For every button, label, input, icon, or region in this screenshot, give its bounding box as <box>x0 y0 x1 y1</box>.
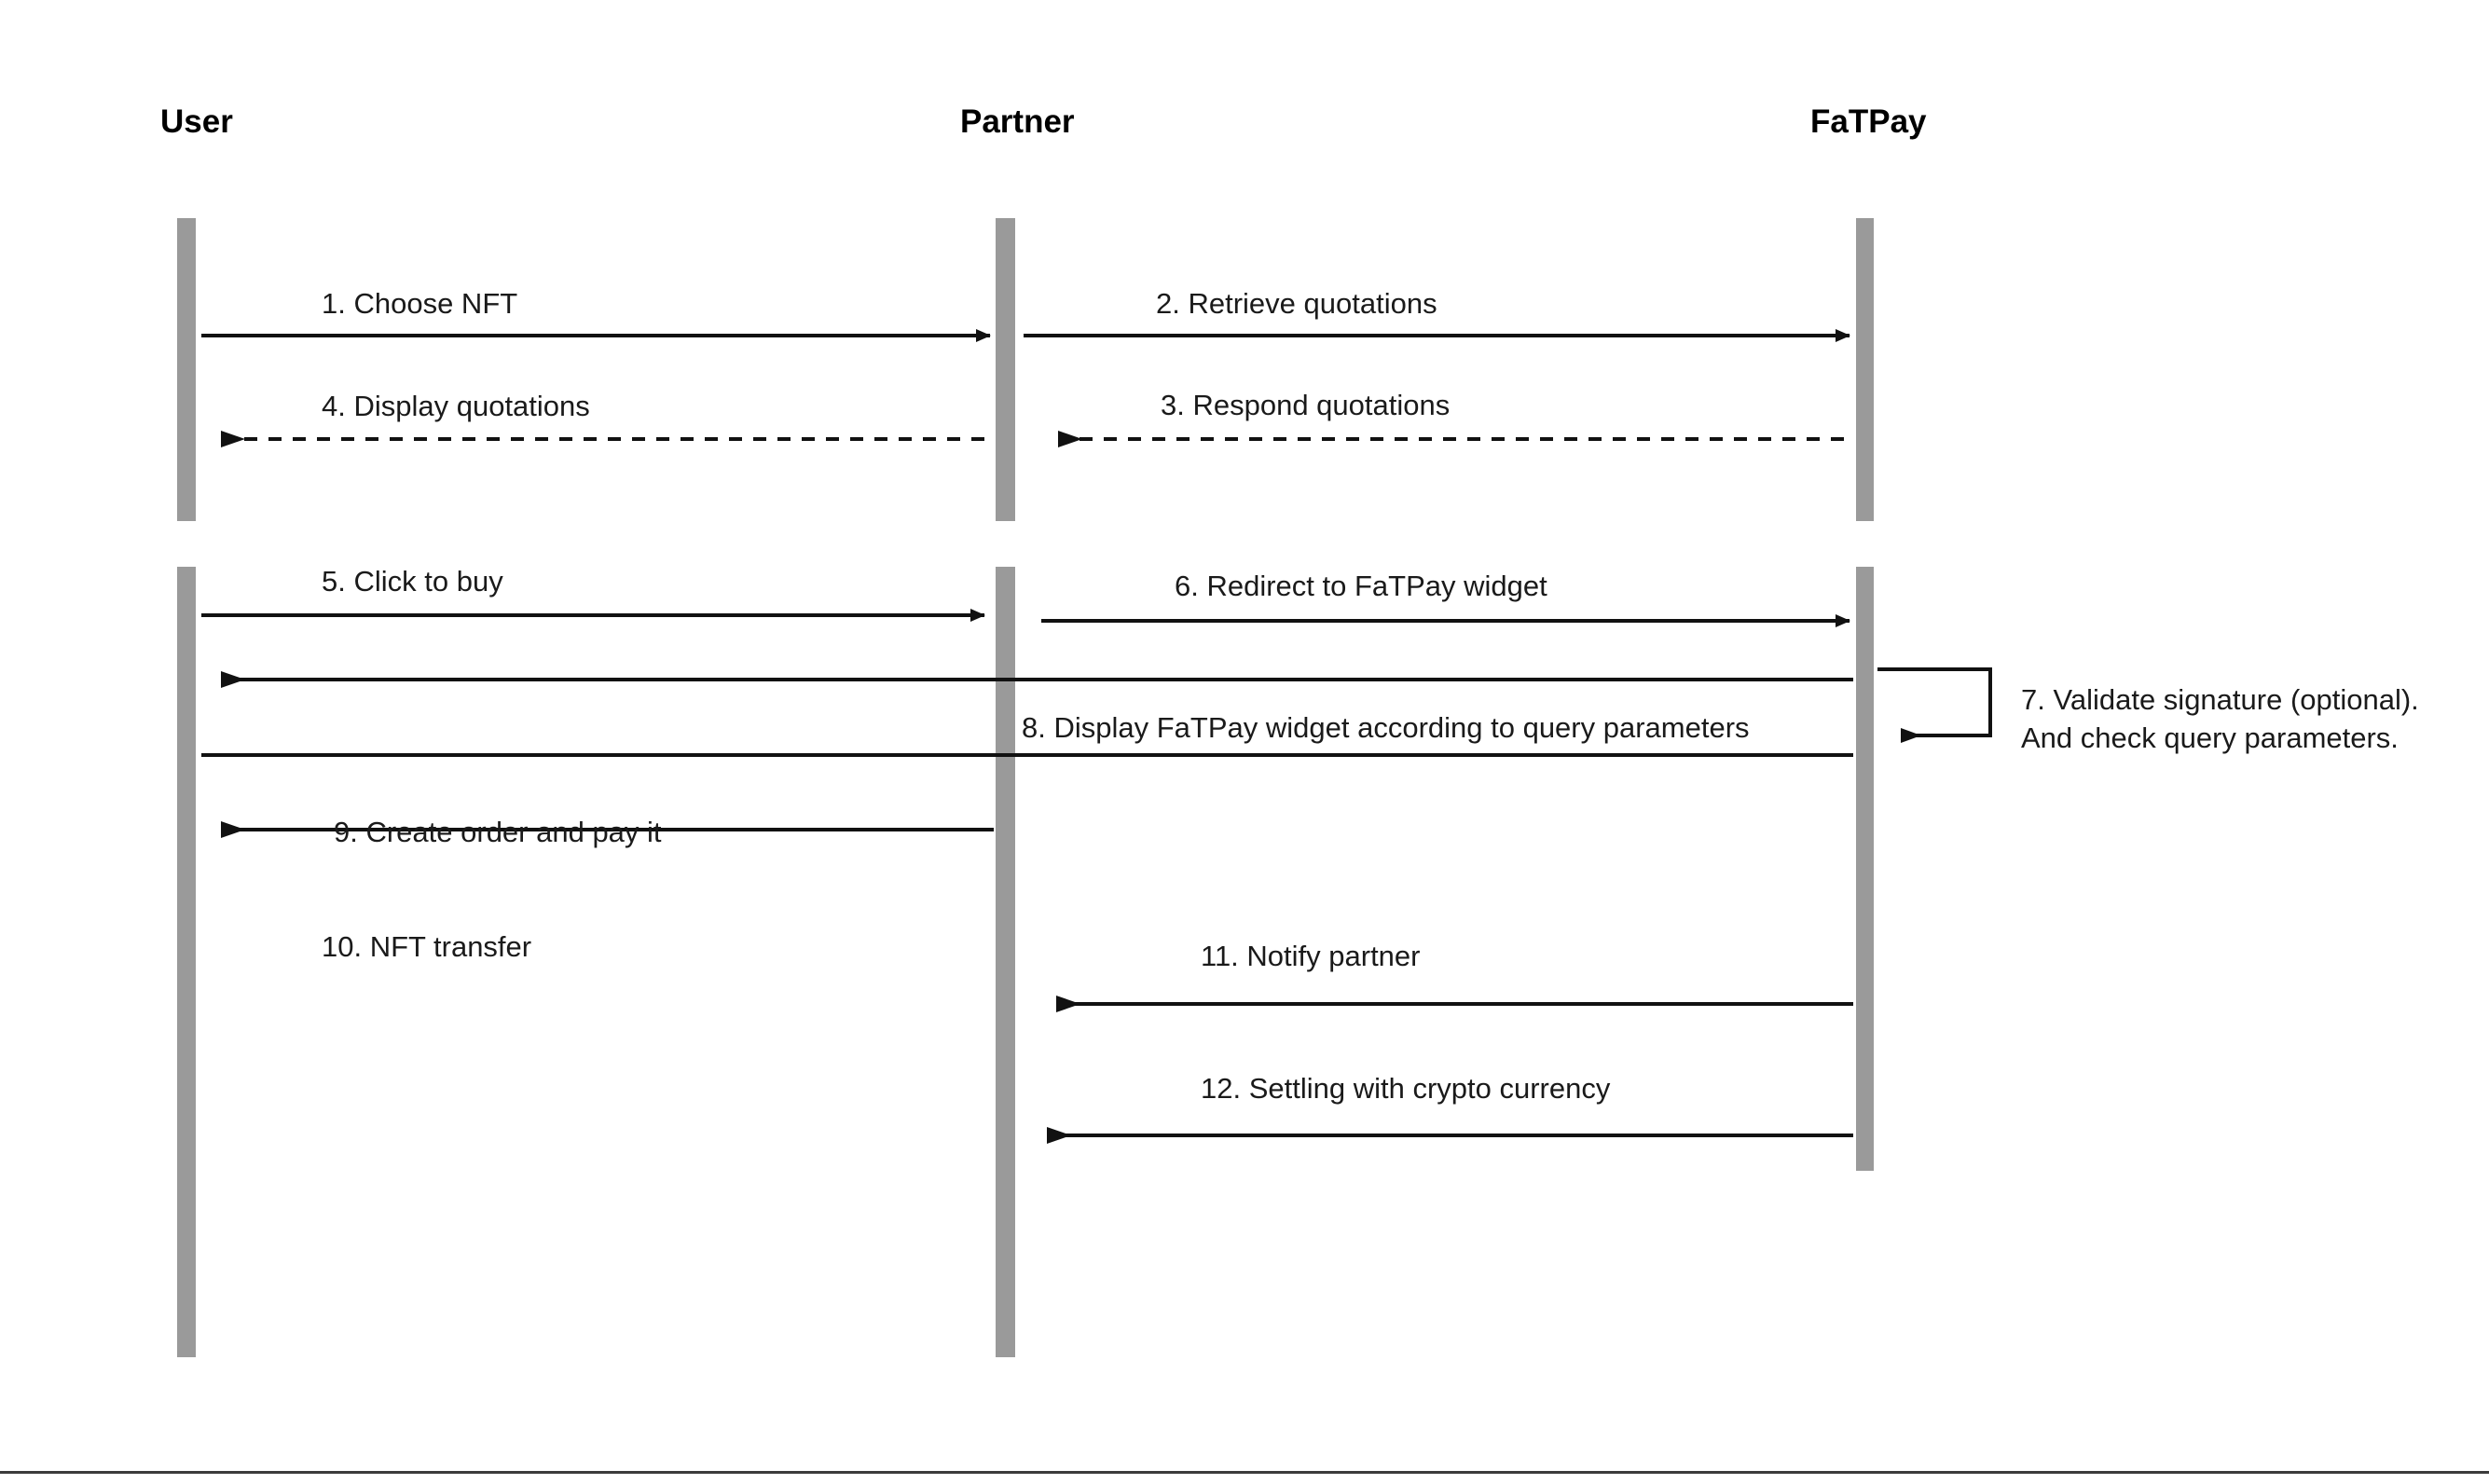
message-label-4: 4. Display quotations <box>322 390 590 422</box>
message-label-1: 1. Choose NFT <box>322 287 518 320</box>
activation-bar-partner-2 <box>996 567 1015 1357</box>
message-label-12: 12. Settling with crypto currency <box>1201 1072 1611 1105</box>
message-label-6: 6. Redirect to FaTPay widget <box>1175 570 1547 602</box>
lifeline-group-block2 <box>177 567 1874 1357</box>
actor-header-user: User <box>160 103 233 140</box>
activation-bar-fatpay-2 <box>1856 567 1874 1171</box>
activation-bar-partner-1 <box>996 218 1015 521</box>
message-label-10: 10. NFT transfer <box>322 930 532 963</box>
message-label-3: 3. Respond quotations <box>1161 389 1451 421</box>
actor-header-partner: Partner <box>960 103 1075 140</box>
activation-bar-user-1 <box>177 218 196 521</box>
self-message-note-7: 7. Validate signature (optional). And ch… <box>2021 683 2419 754</box>
lifeline-group-block1 <box>177 218 1874 521</box>
message-label-8: 8. Display FaTPay widget according to qu… <box>1022 711 1750 744</box>
activation-bar-fatpay-1 <box>1856 218 1874 521</box>
message-label-11: 11. Notify partner <box>1201 940 1421 972</box>
activation-bar-user-2 <box>177 567 196 1357</box>
message-label-2: 2. Retrieve quotations <box>1156 287 1437 320</box>
self-message-loop-7 <box>1877 667 1992 743</box>
actor-header-fatpay: FaTPay <box>1810 103 1927 140</box>
bottom-divider <box>0 1471 2489 1474</box>
message-label-9: 9. Create order and pay it <box>334 816 662 848</box>
message-label-5: 5. Click to buy <box>322 565 503 598</box>
